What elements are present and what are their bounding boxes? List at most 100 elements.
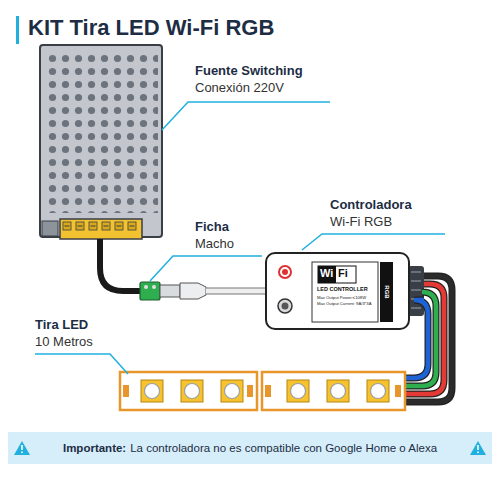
button — [278, 299, 292, 313]
drawing-part — [123, 385, 129, 397]
warning-mark — [477, 445, 479, 450]
drawing-part — [141, 380, 163, 402]
vent-holes — [44, 49, 158, 213]
warning-mark — [21, 452, 23, 454]
drawing-part — [291, 384, 306, 399]
drawing-part — [89, 222, 97, 230]
drawing-part — [76, 222, 84, 230]
drawing-part — [78, 226, 83, 227]
drawing-part — [102, 222, 110, 230]
drawing-part — [327, 380, 349, 402]
plug-body — [180, 283, 206, 299]
part-detail: Macho — [195, 237, 234, 252]
drawing-part — [130, 226, 135, 227]
drawing-part — [115, 222, 123, 230]
rgb-wires — [404, 276, 452, 402]
label-panel — [312, 262, 378, 322]
leader-line — [35, 354, 128, 374]
product-name: LED CONTROLLER — [317, 287, 368, 293]
drawing-part — [411, 307, 421, 309]
button-center — [282, 303, 289, 310]
rgb-strip — [380, 262, 393, 322]
drawing-part — [404, 300, 428, 378]
part-name: Tira LED — [35, 318, 88, 333]
wifi-logo-frame — [318, 266, 356, 283]
white-cable-edge — [206, 288, 266, 295]
drawing-part — [91, 226, 96, 227]
drawing-part — [287, 380, 309, 402]
drawing-part — [411, 271, 421, 273]
drawing-part — [185, 384, 200, 399]
strip-segment — [262, 372, 405, 410]
note-heading: Importante: — [63, 442, 126, 454]
plug-terminal — [140, 282, 160, 300]
logo-text: Wi — [320, 268, 333, 279]
title-bar — [16, 16, 19, 44]
part-detail: Wi-Fi RGB — [330, 215, 392, 230]
drawing-part — [63, 222, 71, 230]
dc-cable — [100, 239, 142, 291]
terminal-block — [60, 219, 142, 239]
note-body: La controladora no es compatible con Goo… — [130, 442, 437, 454]
warning-mark — [477, 452, 479, 454]
drawing-part — [115, 222, 123, 230]
drawing-part — [104, 226, 109, 227]
drawing-part — [63, 222, 71, 230]
drawing-part — [411, 289, 421, 291]
drawing-part — [367, 380, 389, 402]
drawing-part — [404, 284, 444, 394]
plug-screw — [144, 285, 148, 289]
drawing-part — [404, 276, 452, 402]
wifi-logo-black — [318, 266, 336, 283]
note-bar — [8, 432, 492, 464]
title: KIT Tira LED Wi-Fi RGB — [28, 15, 274, 40]
drawing-part — [327, 380, 349, 402]
part-detail: Conexión 220V — [195, 81, 284, 96]
drawing-part — [221, 380, 243, 402]
terminal-screws — [63, 222, 136, 230]
drawing-part — [367, 380, 389, 402]
spec-text: Max Output Current: 9A/3*3A — [317, 302, 371, 306]
status-led-dot — [282, 269, 288, 275]
drawing-part — [145, 384, 160, 399]
drawing-part — [76, 222, 84, 230]
drawing-part — [181, 380, 203, 402]
drawing-part — [89, 222, 97, 230]
port-label: RGB — [384, 285, 390, 298]
warning-icon — [470, 441, 486, 455]
drawing-part — [102, 222, 110, 230]
drawing-part — [404, 284, 444, 394]
drawing-part — [128, 222, 136, 230]
supply-tab — [42, 221, 58, 236]
spec-text: Max Output Power:≤108W — [317, 296, 366, 300]
drawing-part — [411, 280, 421, 282]
drawing-part — [265, 385, 271, 397]
power-supply — [40, 45, 162, 237]
drawing-part — [128, 222, 136, 230]
drawing-part — [65, 226, 70, 227]
drawing-part — [331, 384, 346, 399]
drawing-part — [181, 380, 203, 402]
drawing-part — [141, 380, 163, 402]
drawing-part — [221, 380, 243, 402]
status-led — [279, 266, 291, 278]
controller-box: Wi FiLED CONTROLLER Max Output Power:≤108W… — [265, 252, 410, 330]
leds — [123, 380, 401, 402]
controller-body — [265, 252, 410, 330]
leader-line — [162, 102, 330, 130]
drawing-part — [395, 385, 401, 397]
white-cable — [206, 289, 266, 294]
output-connector — [408, 266, 424, 316]
warning-icon — [14, 441, 30, 455]
note-box: Importante: La controladora no es compati… — [34, 432, 466, 464]
drawing-part — [247, 385, 253, 397]
drawing-part — [404, 300, 428, 378]
leader-line — [302, 234, 445, 250]
logo-text: Fi — [338, 268, 348, 279]
drawing-part — [225, 384, 240, 399]
strip-segment — [120, 372, 257, 410]
part-name: Fuente Switching — [195, 64, 303, 79]
drawing-part — [371, 384, 386, 399]
drawing-part — [287, 380, 309, 402]
